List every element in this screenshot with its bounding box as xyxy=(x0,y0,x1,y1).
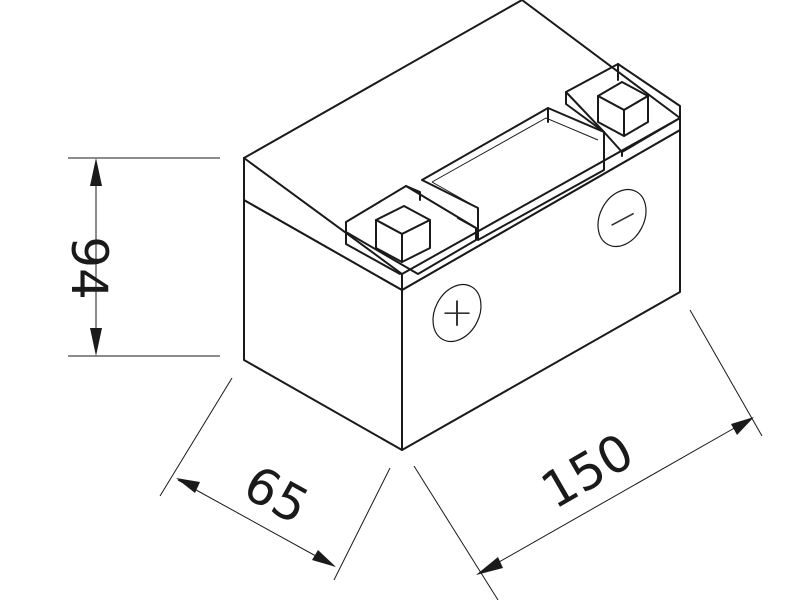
battery-body: + − xyxy=(243,0,681,451)
depth-value: 65 xyxy=(234,454,318,536)
top-vent-recess xyxy=(421,107,605,241)
positive-terminal-post xyxy=(375,205,431,263)
negative-terminal-post xyxy=(597,81,649,137)
positive-polarity-mark: + xyxy=(432,283,482,343)
positive-symbol: + xyxy=(440,290,474,336)
height-value: 94 xyxy=(60,236,118,300)
length-value: 150 xyxy=(532,422,644,520)
positive-terminal-block xyxy=(345,185,477,275)
negative-terminal-block xyxy=(565,63,681,157)
height-dimension: 94 xyxy=(60,157,220,357)
